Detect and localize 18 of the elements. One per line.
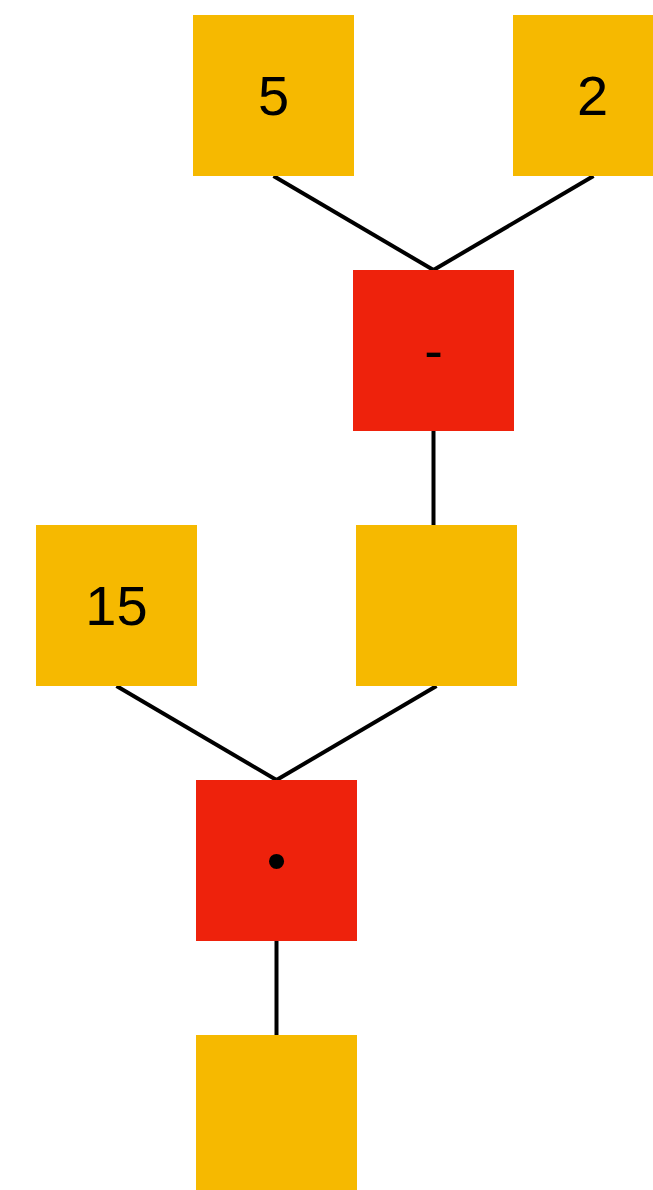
value-box [356,525,517,686]
connector-line [275,684,438,782]
operator-box [196,780,357,941]
connector-line [432,174,595,272]
number-label: 2 [577,67,609,124]
operator-symbol: • [266,832,287,889]
value-box [513,15,653,176]
connector-line [274,941,279,1035]
operator-symbol: - [424,322,443,379]
value-box [193,15,354,176]
number-label: 5 [257,67,290,124]
connector-line [115,684,278,782]
operator-box [353,270,514,431]
connector-line [272,174,435,272]
number-label: 15 [85,577,148,634]
value-box [36,525,197,686]
connector-line [431,431,436,525]
value-box [196,1035,357,1190]
